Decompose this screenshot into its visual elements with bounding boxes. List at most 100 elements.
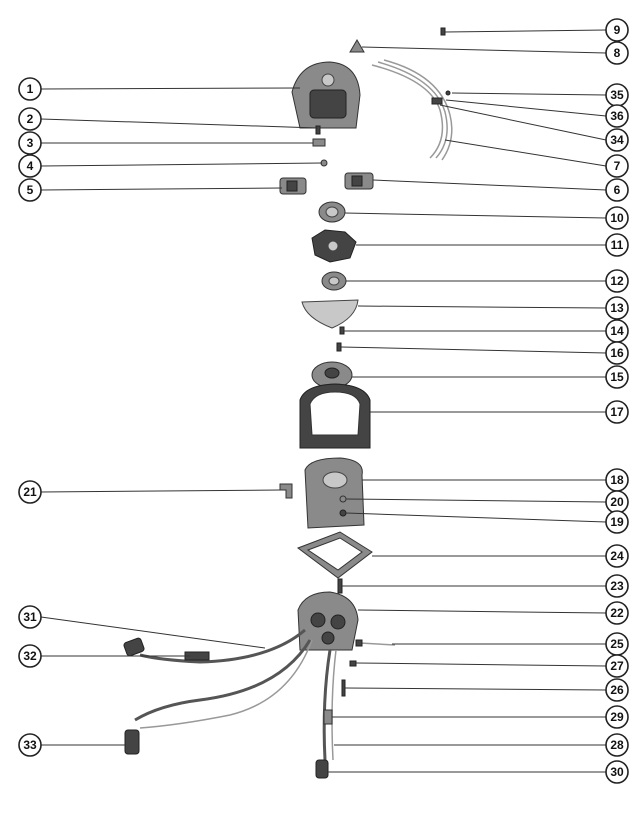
gasket-17 xyxy=(299,383,371,449)
leader-line-1 xyxy=(40,87,301,90)
spark-plug-wires xyxy=(123,628,337,779)
leader-line-31 xyxy=(40,616,266,649)
lead-wires-7 xyxy=(371,59,453,161)
callout-31: 31 xyxy=(18,605,42,629)
callout-circle xyxy=(605,400,629,424)
leader-line-2 xyxy=(40,118,319,129)
callout-circle xyxy=(18,644,42,668)
leader-line-13 xyxy=(357,305,607,309)
screw-23 xyxy=(337,578,343,594)
leader-line-27 xyxy=(355,662,607,667)
callout-number: 33 xyxy=(23,738,37,752)
callout-number: 28 xyxy=(610,738,624,752)
callout-number: 25 xyxy=(610,637,624,651)
callout-13: 13 xyxy=(605,296,629,320)
callout-circle xyxy=(605,41,629,65)
callout-2: 2 xyxy=(18,107,42,131)
screw-26 xyxy=(341,679,346,697)
plate-13 xyxy=(301,299,359,329)
callout-number: 1 xyxy=(27,82,34,96)
leader-lines xyxy=(40,29,607,773)
leader-line-16 xyxy=(340,346,607,354)
callout-29: 29 xyxy=(605,705,629,729)
part-20 xyxy=(339,495,347,503)
callout-circle xyxy=(605,104,629,128)
part-16 xyxy=(336,342,342,352)
callout-number: 32 xyxy=(23,649,37,663)
callout-4: 4 xyxy=(18,154,42,178)
leader-line-19 xyxy=(345,512,607,523)
callout-number: 5 xyxy=(27,183,34,197)
callout-number: 19 xyxy=(610,515,624,529)
callout-number: 17 xyxy=(610,405,624,419)
part-15-hub xyxy=(324,367,340,379)
fitting-21 xyxy=(279,483,293,499)
leader-line-22 xyxy=(357,609,607,614)
callout-8: 8 xyxy=(605,41,629,65)
callout-number: 3 xyxy=(27,136,34,150)
callout-21: 21 xyxy=(18,480,42,504)
part-27 xyxy=(349,660,357,667)
callout-number: 30 xyxy=(610,765,624,779)
callout-number: 15 xyxy=(610,370,624,384)
callout-5: 5 xyxy=(18,178,42,202)
callout-26: 26 xyxy=(605,678,629,702)
callout-35: 35 xyxy=(605,83,629,107)
callout-23: 23 xyxy=(605,574,629,598)
callout-1: 1 xyxy=(18,77,42,101)
gasket-24 xyxy=(296,531,373,579)
part-3 xyxy=(312,138,326,147)
callout-number: 7 xyxy=(614,159,621,173)
callout-number: 23 xyxy=(610,579,624,593)
callout-24: 24 xyxy=(605,544,629,568)
callout-11: 11 xyxy=(605,233,629,257)
screw-14 xyxy=(339,326,345,335)
callout-number: 8 xyxy=(614,46,621,60)
part-19 xyxy=(339,509,347,517)
callout-number: 31 xyxy=(23,610,37,624)
callout-number: 4 xyxy=(27,159,34,173)
callout-14: 14 xyxy=(605,319,629,343)
callout-20: 20 xyxy=(605,490,629,514)
callout-30: 30 xyxy=(605,760,629,784)
callout-number: 21 xyxy=(23,485,37,499)
callout-number: 13 xyxy=(610,301,624,315)
callout-number: 2 xyxy=(27,112,34,126)
callout-circle xyxy=(605,128,629,152)
leader-line-21 xyxy=(40,489,281,493)
callout-number: 27 xyxy=(610,659,624,673)
callout-number: 9 xyxy=(614,23,621,37)
callout-18: 18 xyxy=(605,468,629,492)
leader-line-26 xyxy=(344,687,607,691)
callout-circle xyxy=(605,233,629,257)
callout-number: 10 xyxy=(610,211,624,225)
callout-circle xyxy=(605,154,629,178)
callout-circle xyxy=(605,206,629,230)
callout-circle xyxy=(18,131,42,155)
callout-34: 34 xyxy=(605,128,629,152)
callout-19: 19 xyxy=(605,510,629,534)
housing-18 xyxy=(304,457,365,529)
callout-circle xyxy=(18,480,42,504)
bearing-12-inner xyxy=(328,276,340,286)
callout-6: 6 xyxy=(605,178,629,202)
callout-number: 36 xyxy=(610,109,624,123)
leader-line-36 xyxy=(445,99,607,117)
callout-circle xyxy=(18,178,42,202)
callout-circle xyxy=(605,601,629,625)
callout-number: 14 xyxy=(610,324,624,338)
callout-circle xyxy=(18,733,42,757)
callout-circle xyxy=(605,705,629,729)
leader-line-4 xyxy=(40,162,323,167)
callout-12: 12 xyxy=(605,269,629,293)
parts xyxy=(123,27,453,779)
callout-circle xyxy=(605,510,629,534)
callout-circle xyxy=(605,365,629,389)
callout-number: 18 xyxy=(610,473,624,487)
callout-number: 24 xyxy=(610,549,624,563)
callout-32: 32 xyxy=(18,644,42,668)
callout-circle xyxy=(605,269,629,293)
callout-circle xyxy=(605,733,629,757)
callout-circle xyxy=(605,654,629,678)
callout-number: 12 xyxy=(610,274,624,288)
